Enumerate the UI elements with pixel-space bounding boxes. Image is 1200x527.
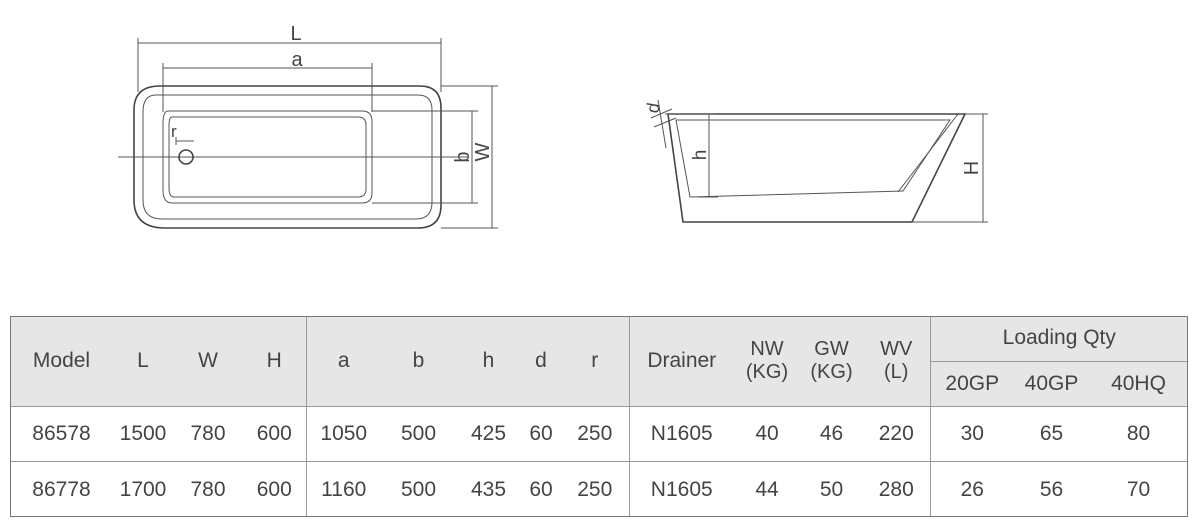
cell-model: 86578 bbox=[10, 406, 113, 463]
header-drainer: Drainer bbox=[628, 316, 734, 407]
cell-a: 1050 bbox=[305, 406, 381, 463]
cell-b: 500 bbox=[381, 406, 456, 463]
cell-40gp: 65 bbox=[1014, 406, 1089, 463]
header-gw: GW(KG) bbox=[800, 316, 863, 407]
header-h: h bbox=[456, 316, 521, 407]
cell-20gp: 30 bbox=[929, 406, 1014, 463]
bathtub-technical-drawing: L a b W r bbox=[118, 23, 988, 229]
header-nw: NW(KG) bbox=[734, 316, 800, 407]
cell-nw: 40 bbox=[734, 406, 800, 463]
header-b: b bbox=[381, 316, 456, 407]
header-H: H bbox=[243, 316, 306, 407]
cell-drainer: N1605 bbox=[628, 406, 734, 463]
header-20gp: 20GP bbox=[929, 361, 1014, 407]
header-wv: WV(L) bbox=[863, 316, 930, 407]
cell-model: 86778 bbox=[32, 477, 91, 501]
label-H: H bbox=[961, 161, 983, 175]
cell-h: 425 bbox=[456, 406, 521, 463]
cell-wv: 280 bbox=[878, 477, 914, 501]
cell-H: 600 bbox=[243, 406, 306, 463]
cell-a: 1160 bbox=[305, 461, 381, 517]
label-L: L bbox=[290, 23, 301, 45]
cell-W: 780 bbox=[173, 406, 243, 463]
cell-L: 1500 bbox=[113, 406, 173, 463]
header-W: W bbox=[173, 316, 243, 407]
cell-d: 60 bbox=[521, 406, 561, 463]
cell-r: 250 bbox=[577, 477, 613, 501]
cell-drainer: N1605 bbox=[628, 461, 734, 517]
tub-basin bbox=[162, 110, 373, 204]
header-model: Model bbox=[10, 316, 113, 407]
label-W: W bbox=[472, 142, 494, 161]
cell-r: 250 bbox=[561, 406, 629, 463]
cell-40hq: 80 bbox=[1089, 406, 1189, 463]
side-view: h d H bbox=[642, 99, 988, 223]
cell-40hq: 70 bbox=[1126, 477, 1151, 501]
drain-hole bbox=[178, 149, 194, 165]
cell-d: 60 bbox=[529, 477, 553, 501]
header-40gp: 40GP bbox=[1014, 361, 1089, 407]
cell-nw: 44 bbox=[755, 477, 779, 501]
label-r: r bbox=[171, 122, 177, 141]
cell-L: 1700 bbox=[119, 477, 167, 501]
table-row: 86778 1700 780 600 1160 500 435 60 250 N… bbox=[10, 461, 1188, 517]
spec-table: Model L W H a b h d r Drainer NW(KG) GW(… bbox=[10, 316, 1189, 517]
header-loading-qty: Loading Qty bbox=[929, 316, 1189, 362]
cell-b: 500 bbox=[400, 477, 437, 501]
header-40hq: 40HQ bbox=[1089, 361, 1189, 407]
top-view: L a b W r bbox=[118, 23, 498, 229]
cell-W: 780 bbox=[190, 477, 226, 501]
label-a: a bbox=[291, 49, 303, 71]
cell-20gp: 26 bbox=[929, 461, 1014, 517]
label-h: h bbox=[690, 150, 711, 161]
cell-h: 435 bbox=[470, 477, 507, 501]
tub-side-outline bbox=[667, 113, 967, 223]
label-d: d bbox=[642, 101, 663, 114]
cell-wv: 220 bbox=[863, 406, 930, 463]
cell-gw: 46 bbox=[800, 406, 863, 463]
header-r: r bbox=[561, 316, 629, 407]
header-d: d bbox=[521, 316, 561, 407]
tub-outer-outline bbox=[133, 85, 442, 229]
cell-H: 600 bbox=[256, 477, 292, 501]
header-L: L bbox=[113, 316, 173, 407]
cell-gw: 50 bbox=[819, 477, 844, 501]
cell-40gp: 56 bbox=[1039, 477, 1064, 501]
header-a: a bbox=[305, 316, 381, 407]
table-row: 86578 1500 780 600 1050 500 425 60 250 N… bbox=[10, 406, 1189, 463]
